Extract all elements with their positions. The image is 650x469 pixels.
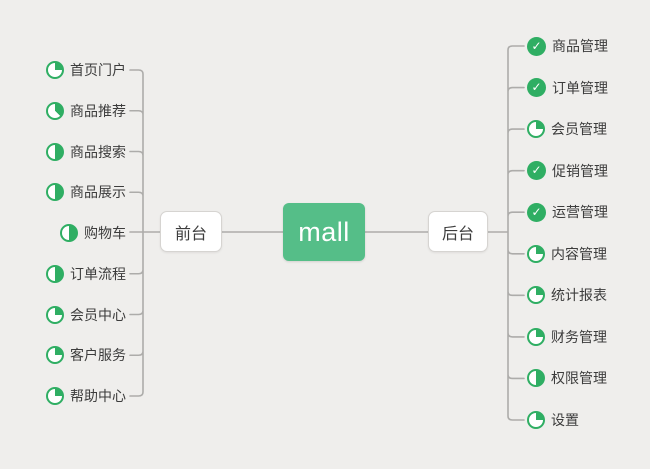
pie-progress-icon	[46, 61, 64, 79]
pie-progress-icon	[527, 120, 545, 139]
task-item[interactable]: 权限管理	[527, 367, 607, 389]
task-item[interactable]: 统计报表	[527, 284, 607, 306]
task-label: 购物车	[84, 225, 126, 241]
task-label: 商品展示	[70, 184, 126, 201]
pie-progress-icon	[46, 142, 64, 161]
pie-progress-icon	[46, 264, 64, 283]
task-item[interactable]: 财务管理	[527, 326, 607, 348]
task-item[interactable]: 客户服务	[46, 344, 126, 366]
check-circle-icon: ✓	[527, 78, 546, 98]
task-item[interactable]: 会员中心	[46, 304, 126, 326]
pie-progress-icon	[527, 327, 545, 346]
task-item[interactable]: 商品展示	[46, 181, 126, 203]
task-label: 运营管理	[552, 204, 608, 221]
task-item[interactable]: ✓ 商品管理	[527, 35, 608, 57]
task-item[interactable]: 设置	[527, 409, 579, 431]
pie-progress-icon	[46, 305, 64, 324]
branch-node-frontend[interactable]: 前台	[160, 211, 222, 252]
task-label: 帮助中心	[70, 388, 126, 404]
task-item[interactable]: 会员管理	[527, 118, 607, 140]
task-item[interactable]: 商品推荐	[46, 100, 126, 122]
task-label: 订单流程	[70, 265, 126, 282]
task-label: 首页门户	[70, 62, 126, 78]
pie-progress-icon	[527, 411, 545, 429]
task-label: 商品推荐	[70, 102, 126, 119]
branch-node-backend[interactable]: 后台	[428, 211, 488, 252]
task-label: 促销管理	[552, 162, 608, 179]
pie-progress-icon	[60, 224, 78, 242]
task-label: 会员中心	[70, 306, 126, 323]
task-label: 商品管理	[552, 38, 608, 54]
task-label: 会员管理	[551, 121, 607, 138]
task-label: 财务管理	[551, 328, 607, 345]
pie-progress-icon	[527, 286, 545, 305]
pie-progress-icon	[527, 369, 545, 388]
task-item[interactable]: 帮助中心	[46, 385, 126, 407]
task-label: 统计报表	[551, 287, 607, 304]
task-item[interactable]: ✓ 促销管理	[527, 160, 608, 182]
task-item[interactable]: 内容管理	[527, 243, 607, 265]
task-label: 订单管理	[552, 79, 608, 96]
task-label: 设置	[551, 412, 579, 428]
task-item[interactable]: ✓ 订单管理	[527, 77, 608, 99]
check-circle-icon: ✓	[527, 202, 546, 222]
task-item[interactable]: 商品搜索	[46, 141, 126, 163]
pie-progress-icon	[46, 183, 64, 202]
task-label: 权限管理	[551, 370, 607, 387]
pie-progress-icon	[46, 346, 64, 365]
check-circle-icon: ✓	[527, 36, 546, 56]
pie-progress-icon	[46, 387, 64, 405]
task-item[interactable]: 首页门户	[46, 59, 126, 81]
pie-progress-icon	[46, 101, 64, 120]
task-label: 内容管理	[551, 245, 607, 262]
task-label: 客户服务	[70, 347, 126, 364]
task-item[interactable]: 购物车	[60, 222, 126, 244]
task-item[interactable]: 订单流程	[46, 263, 126, 285]
task-item[interactable]: ✓ 运营管理	[527, 201, 608, 223]
task-label: 商品搜索	[70, 143, 126, 160]
pie-progress-icon	[527, 244, 545, 263]
root-node-mall[interactable]: mall	[283, 203, 365, 261]
check-circle-icon: ✓	[527, 161, 546, 181]
